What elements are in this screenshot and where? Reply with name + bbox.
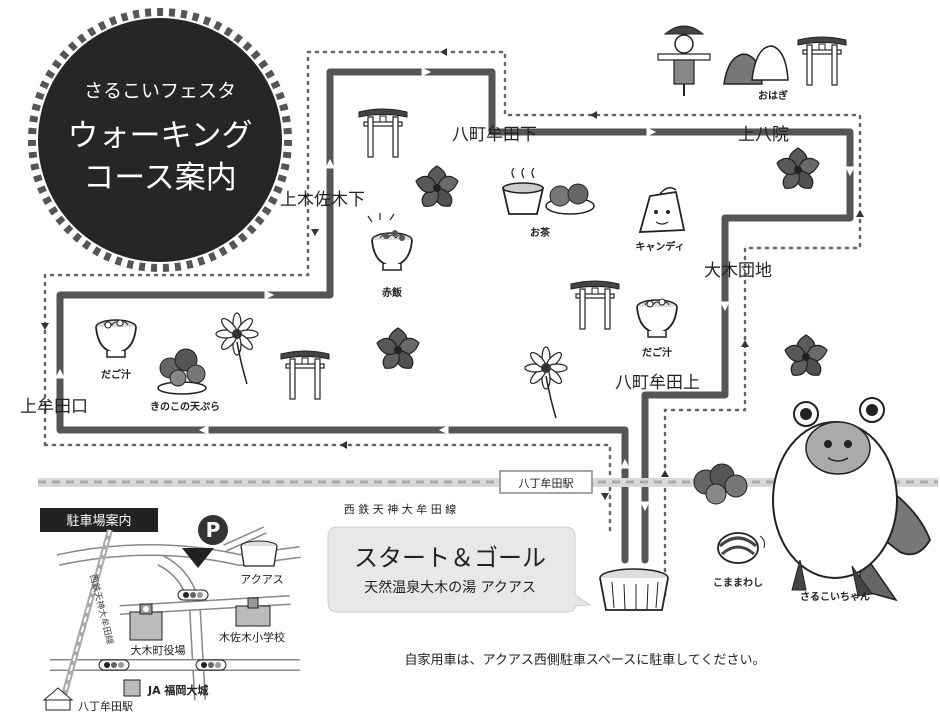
scarecrow-icon bbox=[657, 25, 711, 96]
place-hacchomuta-kami: 八町牟田上 bbox=[615, 373, 700, 393]
parking-town-office-label: 大木町役場 bbox=[131, 643, 186, 657]
torii-gate-icon bbox=[358, 108, 408, 158]
station-house-icon bbox=[42, 687, 74, 711]
sarukoi-chan-mascot bbox=[772, 397, 931, 602]
tempura-plate-right-icon bbox=[693, 463, 748, 505]
flower-icon bbox=[415, 165, 459, 207]
station-sign bbox=[499, 470, 593, 494]
spinning-top-icon bbox=[717, 532, 765, 564]
rail-line-label: 西 鉄 天 神 大 牟 田 線 bbox=[344, 502, 456, 516]
label-ohagi: おはぎ bbox=[758, 89, 788, 102]
label-dagojiru-right: だご汁 bbox=[642, 346, 672, 359]
traffic-light-icon bbox=[98, 659, 130, 671]
cosmos-flower-icon bbox=[215, 312, 259, 385]
torii-gate-icon bbox=[797, 36, 847, 86]
dagojiru-bowl-left-icon bbox=[95, 319, 137, 358]
flower-icon bbox=[776, 147, 820, 189]
torii-gate-icon bbox=[280, 350, 330, 400]
parking-note: 自家用車は、アクアス西側駐車スペースに駐車してください。 bbox=[404, 652, 765, 668]
title-badge: さるこいフェスタ ウォーキング コース案内 bbox=[28, 8, 292, 272]
dotted-arrows bbox=[41, 48, 864, 500]
cosmos-flower-icon bbox=[524, 346, 568, 419]
route-arrows bbox=[55, 67, 855, 512]
start-goal-title: スタート＆ゴール bbox=[354, 544, 546, 572]
parking-p-marker: P bbox=[206, 518, 221, 542]
title-line-3: コース案内 bbox=[83, 160, 236, 196]
dagojiru-bowl-right-icon bbox=[636, 298, 678, 338]
start-goal-subtitle: 天然温泉大木の湯 アクアス bbox=[364, 579, 536, 596]
aquas-small-icon bbox=[240, 540, 278, 567]
flower-icon bbox=[784, 334, 828, 376]
label-sarukoi: さるこいちゃん bbox=[800, 591, 870, 603]
title-line-2: ウォーキング bbox=[67, 118, 252, 154]
parking-inset: 駐車場案内 西鉄天神大牟田線 P アクアス bbox=[40, 508, 301, 713]
label-kinoko: きのこの天ぷら bbox=[150, 401, 220, 413]
place-kami-hachiin: 上八院 bbox=[738, 125, 789, 145]
label-komamawashi: こままわし bbox=[713, 577, 763, 589]
main-route bbox=[56, 68, 854, 564]
station-label: 八丁牟田駅 bbox=[519, 476, 574, 490]
label-ocha: お茶 bbox=[530, 226, 551, 239]
start-goal-callout: スタート＆ゴール 天然温泉大木の湯 アクアス bbox=[327, 526, 592, 613]
tea-cup-icon bbox=[501, 167, 545, 215]
title-line-1: さるこいフェスタ bbox=[84, 80, 236, 102]
parking-school-label: 木佐木小学校 bbox=[219, 630, 285, 644]
parking-rail-line-label: 西鉄天神大牟田線 bbox=[87, 573, 116, 646]
label-sekihan: 赤飯 bbox=[382, 286, 402, 299]
sekihan-icon bbox=[367, 213, 413, 271]
ohagi-plate-icon bbox=[545, 183, 595, 215]
place-kami-muta-guchi: 上牟田口 bbox=[20, 397, 88, 417]
place-hacchomuta-shita: 八町牟田下 bbox=[452, 125, 537, 145]
town-office-icon bbox=[129, 603, 163, 641]
ja-icon bbox=[123, 679, 141, 697]
label-dagojiru-left: だご汁 bbox=[101, 368, 131, 381]
onsen-bucket-icon bbox=[599, 568, 669, 611]
place-oki-danchi: 大木団地 bbox=[704, 261, 772, 281]
parking-ja-label: JA 福岡大城 bbox=[147, 683, 208, 697]
label-candy: キャンディ bbox=[635, 240, 684, 253]
parking-aquas-label: アクアス bbox=[240, 573, 283, 586]
torii-gate-icon bbox=[570, 280, 620, 330]
parking-station-label: 八丁牟田駅 bbox=[78, 699, 133, 713]
school-icon bbox=[235, 597, 271, 627]
place-kami-sakiki-shita: 上木佐木下 bbox=[280, 190, 365, 210]
tempura-icon bbox=[157, 348, 207, 395]
ohagi-icon bbox=[723, 45, 789, 85]
candy-bag-icon bbox=[638, 187, 686, 233]
traffic-light-icon bbox=[195, 659, 227, 671]
flower-icon bbox=[376, 327, 420, 369]
parking-heading: 駐車場案内 bbox=[66, 513, 131, 529]
traffic-light-icon bbox=[177, 589, 209, 601]
